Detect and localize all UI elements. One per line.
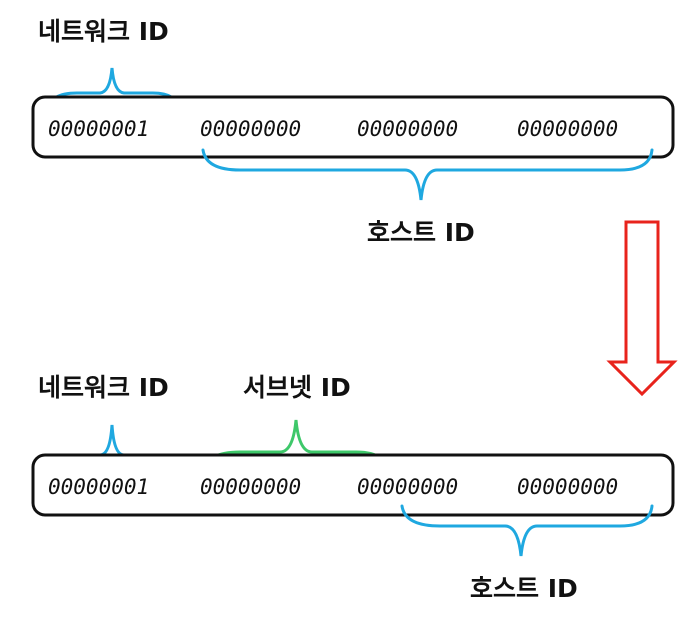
octet-bottom-4: 00000000 [517, 475, 618, 499]
host-id-brace-bottom [400, 504, 654, 557]
network-id-label-top: 네트워크 ID [38, 17, 169, 46]
octet-bottom-3: 00000000 [357, 475, 458, 499]
octet-top-3: 00000000 [357, 117, 458, 141]
octet-top-1: 00000001 [48, 117, 149, 141]
host-id-label-bottom: 호스트 ID [470, 574, 578, 603]
octet-top-4: 00000000 [517, 117, 618, 141]
address-box-top [31, 95, 675, 159]
down-arrow-icon [606, 220, 678, 397]
subnet-id-label: 서브넷 ID [243, 373, 351, 402]
subnet-id-brace [201, 419, 390, 474]
host-id-brace-top [201, 148, 654, 201]
host-id-label-top: 호스트 ID [367, 218, 475, 247]
network-id-brace-top [46, 67, 182, 112]
octet-bottom-2: 00000000 [200, 475, 301, 499]
address-box-bottom [31, 453, 675, 517]
network-id-label-bottom: 네트워크 ID [38, 373, 169, 402]
octet-bottom-1: 00000001 [48, 475, 149, 499]
octet-top-2: 00000000 [200, 117, 301, 141]
